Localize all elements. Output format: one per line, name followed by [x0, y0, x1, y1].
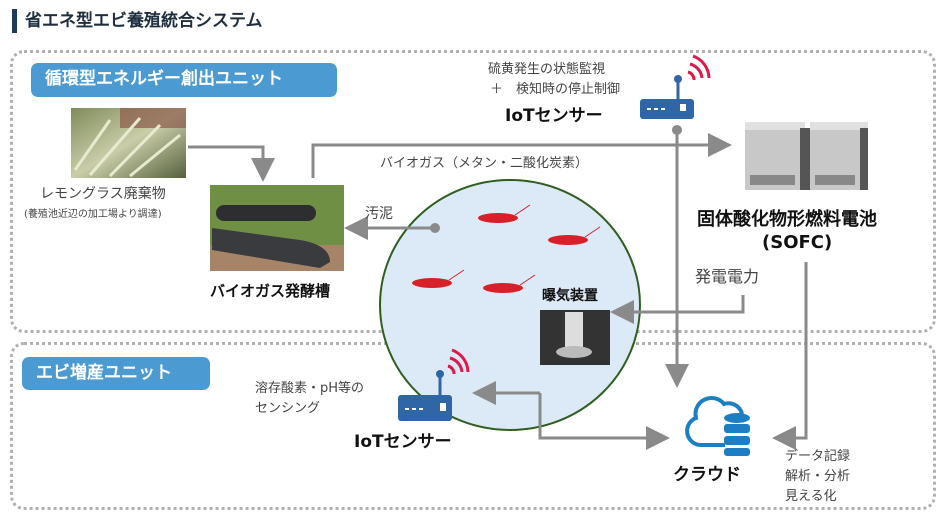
- sofc-label: 固体酸化物形燃料電池: [697, 209, 877, 230]
- cloud-iot-link-arrow: [538, 393, 670, 450]
- iot-top-label: IoTセンサー: [505, 106, 603, 126]
- shrimp-group: [412, 204, 601, 293]
- cloud-desc-1: データ記録: [785, 449, 851, 464]
- shrimp: [548, 226, 601, 245]
- sofc-abbr: (SOFC): [762, 232, 833, 253]
- lemongrass-to-digester-arrow: [188, 145, 275, 182]
- aeration-label: 曝気装置: [542, 288, 598, 304]
- iot-bottom-label: IoTセンサー: [354, 432, 452, 452]
- power-to-aeration-arrow: [610, 295, 745, 324]
- iot-router-icon-bottom: [398, 348, 470, 421]
- power-to-cloud-arrow: [772, 262, 808, 450]
- sludge-label: 汚泥: [365, 206, 393, 222]
- energy-unit-badge: 循環型エネルギー創出ユニット: [31, 63, 337, 97]
- lemongrass-photo: [71, 108, 186, 178]
- sensing-desc-2: センシング: [255, 401, 321, 416]
- aeration-photo: [540, 310, 610, 365]
- iot-top-desc-1: 硫黄発生の状態監視: [488, 62, 606, 77]
- shrimp: [483, 274, 536, 293]
- lemongrass-label: レモングラス廃棄物: [40, 186, 166, 202]
- shrimp: [478, 204, 531, 223]
- page-title: 省エネ型エビ養殖統合システム: [12, 9, 263, 33]
- sensing-desc-1: 溶存酸素・pH等の: [255, 381, 365, 396]
- lemongrass-sub-label: (養殖池近辺の加工場より調達): [24, 209, 162, 220]
- biogas-label: バイオガス（メタン・二酸化炭素）: [380, 156, 589, 171]
- cloud-database-icon: [685, 396, 750, 456]
- iot-router-icon-top: [640, 54, 711, 119]
- digester-label: バイオガス発酵槽: [210, 282, 331, 300]
- cloud-label: クラウド: [673, 465, 741, 485]
- cloud-desc-2: 解析・分析: [785, 469, 851, 484]
- biogas-digester-photo: [210, 185, 344, 271]
- sofc-icon: [745, 122, 868, 190]
- shrimp: [412, 269, 465, 288]
- power-label: 発電電力: [695, 267, 760, 286]
- cloud-desc-3: 見える化: [785, 489, 837, 504]
- biogas-arrow: [311, 133, 732, 178]
- iot-top-desc-2: ＋ 検知時の停止制御: [490, 82, 621, 97]
- shrimp-unit-badge: エビ増産ユニット: [22, 357, 210, 390]
